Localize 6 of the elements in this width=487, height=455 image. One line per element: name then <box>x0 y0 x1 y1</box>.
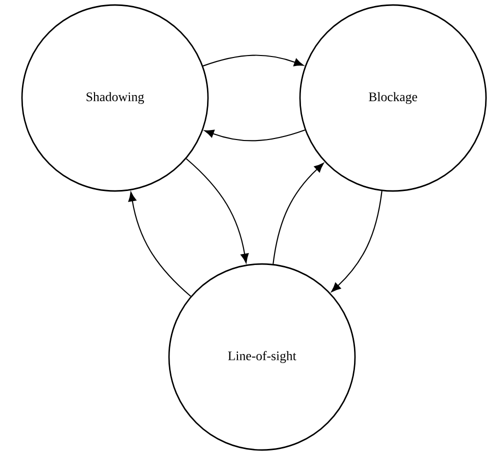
arrow <box>186 158 249 264</box>
arrow <box>272 162 324 264</box>
arrow <box>204 130 306 142</box>
arrow <box>128 192 192 297</box>
arrow <box>331 190 382 292</box>
arrow <box>202 54 304 66</box>
